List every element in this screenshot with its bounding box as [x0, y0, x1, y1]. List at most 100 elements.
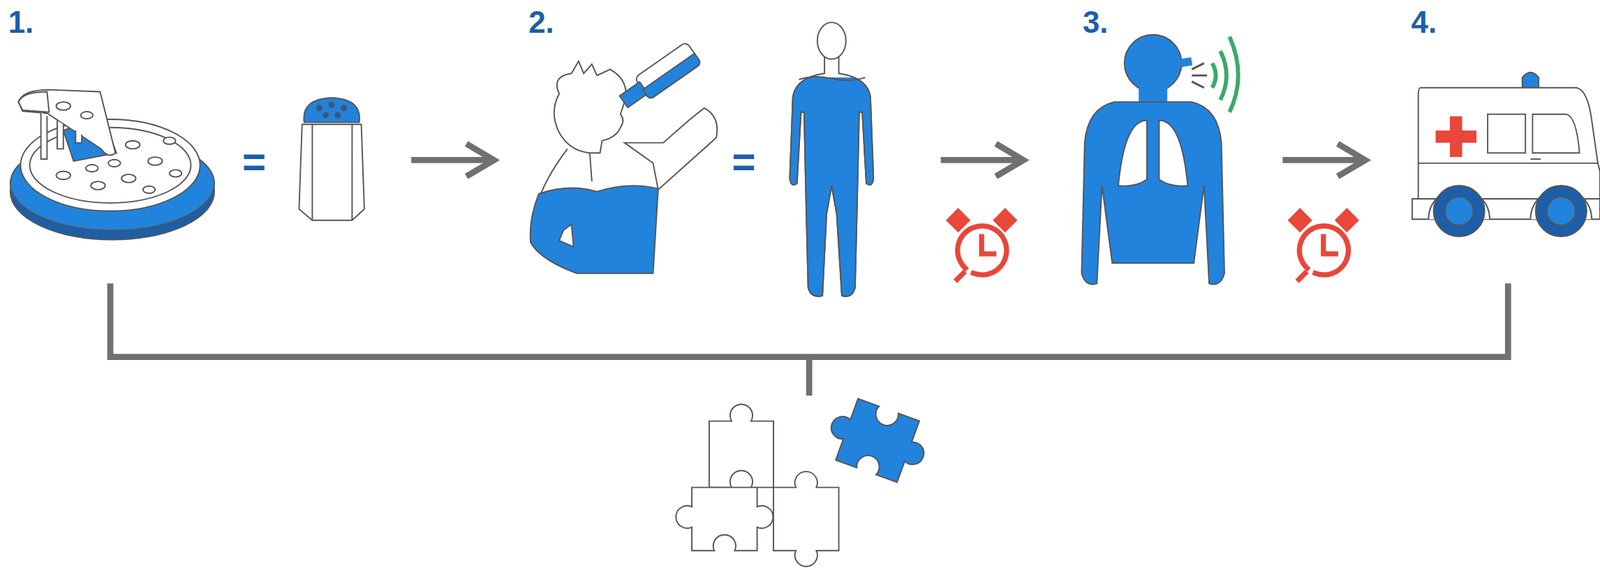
pizza-icon [85, 164, 99, 172]
alarm-clock-icon [949, 211, 967, 229]
pizza-icon [169, 169, 183, 177]
alarm-clock-icon [957, 273, 964, 280]
lungs-person-icon [1220, 50, 1227, 100]
pizza-icon [147, 157, 162, 166]
ambulance-icon [1445, 196, 1474, 226]
salt-shaker-icon [341, 105, 347, 111]
lungs-person-icon [1081, 101, 1225, 285]
salt-shaker-icon [329, 102, 335, 108]
flow-arrow [411, 157, 492, 164]
flow-arrow [996, 143, 1024, 177]
water-body-icon [789, 77, 874, 297]
drinking-person-icon [541, 148, 568, 194]
alarm-clock-icon [1299, 226, 1348, 276]
drinking-person-icon [634, 41, 702, 100]
lungs-person-icon [1081, 34, 1238, 285]
step-number: 2. [528, 6, 555, 38]
pizza-icon [56, 171, 71, 181]
puzzle-icon [773, 471, 840, 567]
pizza-icon [143, 186, 156, 194]
puzzle-icon [675, 487, 773, 552]
ambulance-icon [1530, 158, 1541, 160]
equals-sign: = [713, 141, 775, 183]
lungs-person-icon [1118, 120, 1147, 186]
ambulance-icon [1535, 185, 1587, 237]
pizza-icon [163, 137, 176, 145]
flow-arrow [1282, 157, 1363, 164]
ambulance-icon [1412, 72, 1600, 237]
ambulance-icon [1532, 114, 1580, 154]
step-number: 4. [1411, 6, 1438, 38]
flow-arrow [466, 143, 494, 177]
lungs-person-icon [1124, 34, 1182, 93]
alarm-clock-icon [981, 236, 995, 255]
salt-shaker-icon [351, 124, 353, 220]
alarm-clock-icon [957, 226, 1007, 276]
ambulance-icon [1522, 72, 1539, 88]
alarm-clock-icon [1291, 211, 1309, 229]
ambulance-icon [1418, 162, 1598, 165]
salt-shaker-icon [323, 113, 329, 118]
pizza-icon [121, 174, 136, 183]
pizza-icon [41, 112, 48, 160]
pizza-icon [57, 120, 64, 149]
grouping-bracket [110, 283, 1508, 396]
salt-shaker-icon [298, 124, 365, 220]
step-number: 1. [8, 6, 35, 38]
lungs-person-icon [1229, 36, 1238, 113]
water-body-icon [789, 57, 874, 297]
pizza-icon [75, 130, 82, 144]
salt-shaker-icon [298, 97, 365, 220]
grouping-bracket [110, 283, 1508, 357]
puzzle-icon [675, 393, 935, 567]
salt-shaker-icon [303, 97, 360, 123]
pizza-icon [125, 141, 140, 150]
water-body-icon [789, 22, 874, 297]
pizza-icon [10, 90, 215, 241]
pizza-icon [18, 90, 116, 156]
ambulance-icon [1433, 185, 1485, 237]
ambulance-icon [1487, 114, 1526, 154]
lungs-person-icon [1191, 81, 1205, 88]
pizza-icon [56, 101, 71, 111]
ambulance-icon [1546, 196, 1576, 226]
lungs-person-icon [1180, 61, 1192, 64]
drinking-person-icon [554, 61, 627, 154]
lungs-person-icon [1158, 120, 1188, 186]
drinking-person-icon [616, 41, 702, 114]
flow-arrow [941, 157, 1022, 164]
salt-shaker-icon [316, 105, 322, 111]
water-body-icon [817, 22, 847, 60]
drinking-person-icon [589, 152, 592, 182]
alarm-clock-icon [996, 211, 1014, 229]
lungs-person-icon [1211, 63, 1216, 88]
alarm-clock-icon [1338, 211, 1356, 229]
pizza-icon [90, 181, 105, 190]
step-number: 3. [1082, 6, 1109, 38]
water-body-icon [799, 76, 866, 81]
puzzle-icon [820, 393, 935, 488]
drinking-person-icon [530, 185, 659, 274]
drinking-person-icon [642, 53, 702, 100]
lungs-person-icon [1191, 63, 1205, 70]
drinking-person-icon [619, 81, 648, 108]
drinking-person-icon [559, 224, 574, 248]
drinking-person-icon [530, 41, 718, 274]
alarm-clock-icon [1299, 273, 1306, 280]
equals-sign: = [223, 141, 285, 183]
pizza-icon [108, 159, 121, 167]
pizza-icon [80, 111, 94, 119]
drinking-person-icon [624, 108, 718, 190]
puzzle-icon [820, 393, 935, 488]
alarm-clock-icon [1323, 236, 1337, 255]
grouping-bracket [806, 357, 813, 397]
salt-shaker-icon [311, 124, 313, 220]
flow-arrow [1337, 143, 1365, 177]
ambulance-icon [1449, 116, 1463, 158]
puzzle-icon [709, 404, 774, 488]
pizza-icon [18, 92, 49, 113]
lungs-person-icon [1191, 74, 1207, 77]
salt-shaker-icon [335, 113, 340, 118]
